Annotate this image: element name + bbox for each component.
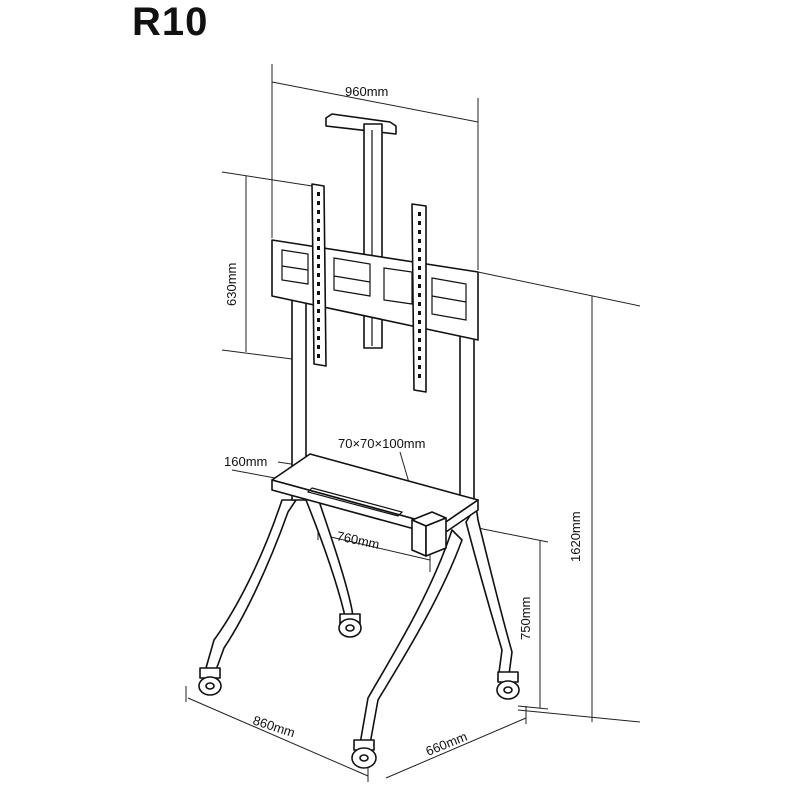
rail-hole xyxy=(418,239,421,243)
product-model-title: R10 xyxy=(132,0,209,44)
dim-shelf-depth-label: 160mm xyxy=(224,454,267,469)
rail-hole xyxy=(317,327,320,331)
mount-plate xyxy=(271,183,479,393)
rail-hole xyxy=(418,284,421,288)
caster-back-left xyxy=(198,667,222,696)
rail-hole xyxy=(317,219,320,223)
rail-hole xyxy=(317,354,320,358)
rail-hole xyxy=(317,255,320,259)
rail-hole xyxy=(418,365,421,369)
rail-hole xyxy=(317,210,320,214)
rail-hole xyxy=(418,212,421,216)
caster-front-right xyxy=(351,739,377,769)
dim-top-width-label: 960mm xyxy=(345,84,388,99)
rail-hole xyxy=(317,192,320,196)
rail-hole xyxy=(418,221,421,225)
rail-hole xyxy=(317,246,320,250)
rail-hole xyxy=(418,338,421,342)
rail-hole xyxy=(317,300,320,304)
rail-hole xyxy=(418,302,421,306)
rail-hole xyxy=(418,293,421,297)
dim-plate-height-label: 630mm xyxy=(224,263,239,306)
rail-hole xyxy=(418,230,421,234)
rail-hole xyxy=(317,273,320,277)
rail-hole xyxy=(317,201,320,205)
rail-hole xyxy=(317,309,320,313)
base-legs xyxy=(205,495,513,745)
camera-box xyxy=(411,511,447,557)
rail-hole xyxy=(418,248,421,252)
caster-front-left xyxy=(338,613,362,638)
dim-camera-box-label: 70×70×100mm xyxy=(338,436,425,451)
rail-hole xyxy=(418,257,421,261)
rail-hole xyxy=(418,275,421,279)
caster-back-right xyxy=(496,671,520,700)
rail-hole xyxy=(317,345,320,349)
rail-hole xyxy=(418,329,421,333)
rail-hole xyxy=(418,320,421,324)
rail-hole xyxy=(317,228,320,232)
rail-hole xyxy=(317,291,320,295)
casters xyxy=(198,613,520,769)
rail-hole xyxy=(317,336,320,340)
upright-poles xyxy=(291,299,475,511)
rail-hole xyxy=(317,237,320,241)
rail-hole xyxy=(317,264,320,268)
dim-base-height-label: 750mm xyxy=(518,597,533,640)
rail-hole xyxy=(418,374,421,378)
rail-hole xyxy=(418,311,421,315)
rail-hole xyxy=(317,318,320,322)
rail-hole xyxy=(317,282,320,286)
rail-holes xyxy=(317,192,421,378)
dimension-lines xyxy=(185,64,641,782)
dim-total-height-label: 1620mm xyxy=(568,511,583,562)
dim-shelf-width-label: 760mm xyxy=(335,528,381,552)
rail-hole xyxy=(418,356,421,360)
shelf xyxy=(271,453,479,557)
rail-hole xyxy=(418,347,421,351)
dim-base-depth-label: 660mm xyxy=(424,729,470,759)
rail-hole xyxy=(418,266,421,270)
dim-base-width-label: 860mm xyxy=(251,713,297,741)
